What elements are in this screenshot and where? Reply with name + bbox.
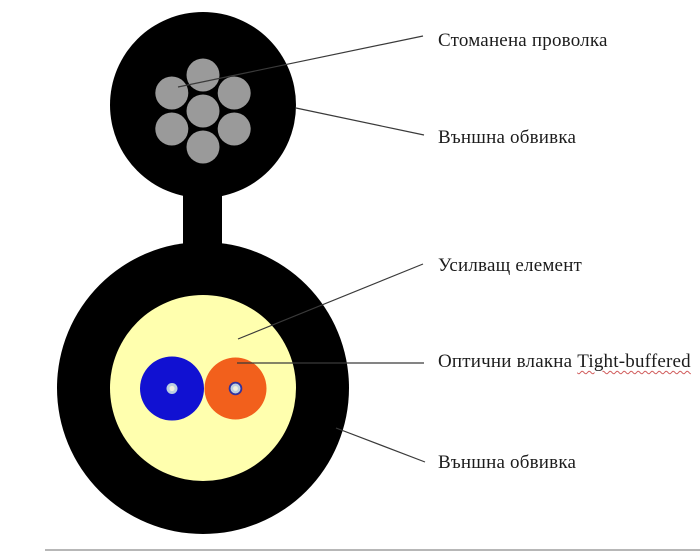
label-outer-sheath-top: Външна обвивка	[438, 127, 577, 148]
steel-wire-circle	[217, 112, 251, 146]
fiber-orange	[204, 357, 267, 420]
leader-lines	[177, 35, 426, 463]
steel-wire-circle	[217, 76, 251, 110]
label-optical-fibers: Оптични влакна Tight-buffered	[438, 352, 691, 372]
steel-wire-circle	[186, 130, 220, 164]
steel-wire-circle	[155, 112, 189, 146]
steel-wire-circle	[155, 76, 189, 110]
leader-line-outer-sheath-bottom	[335, 427, 426, 463]
leader-line-steel-wire	[177, 35, 424, 88]
label-optical-fibers-prefix: Оптични влакна	[438, 351, 578, 372]
label-steel-wire: Стоманена проволка	[438, 30, 608, 51]
label-optical-fibers-term: Tight-buffered	[577, 351, 691, 372]
fiber-blue	[140, 356, 204, 421]
leader-line-strength-member	[237, 263, 424, 340]
fiber-blue-core	[169, 385, 175, 392]
steel-wire-circle	[186, 58, 220, 92]
fiber-orange-core	[233, 386, 238, 391]
steel-wire-circle	[186, 94, 220, 128]
label-outer-sheath-bottom: Външна обвивка	[438, 452, 577, 473]
steel-wire-strand	[155, 58, 251, 164]
leader-line-outer-sheath-top	[295, 107, 425, 136]
label-strength-member: Усилващ елемент	[438, 255, 583, 276]
